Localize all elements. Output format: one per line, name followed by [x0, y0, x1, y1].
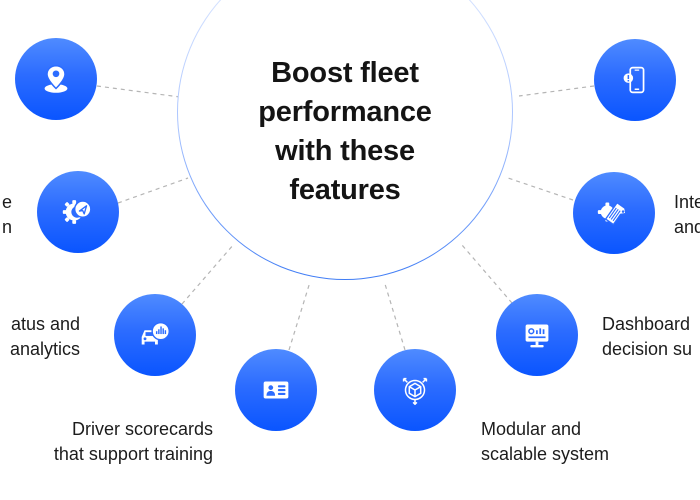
gear-tag-icon [597, 201, 627, 226]
feature-node-status[interactable] [114, 294, 196, 376]
location-pin-icon [44, 64, 68, 93]
feature-label-dashboards: Dashboard decision su [602, 314, 693, 359]
feature-label-route: e n [1, 192, 12, 237]
connector-integrations [507, 177, 574, 201]
id-card-icon [263, 381, 289, 399]
hub-circle: Boost fleet performance with these featu… [177, 0, 513, 280]
hub-title: Boost fleet performance with these featu… [258, 57, 432, 206]
feature-node-integrations[interactable] [573, 172, 655, 254]
feature-node-dashboards[interactable] [496, 294, 578, 376]
phone-alert-icon [623, 66, 645, 94]
monitor-chart-icon [525, 324, 549, 348]
feature-node-route[interactable] [37, 171, 119, 253]
feature-label-integrations: Inte and [674, 192, 700, 237]
feature-label-scorecards: Driver scorecards that support training [53, 419, 213, 464]
feature-node-modular[interactable] [374, 349, 456, 431]
connector-alerts [518, 85, 595, 97]
connector-scorecards [288, 281, 311, 351]
gear-navigation-icon [62, 200, 92, 224]
connector-modular [384, 283, 406, 351]
feature-node-scorecards[interactable] [235, 349, 317, 431]
car-analytics-icon [141, 321, 170, 345]
connector-dashboards [461, 244, 513, 304]
cube-expand-icon [402, 377, 428, 406]
feature-label-status: atus and analytics [9, 314, 80, 359]
feature-node-location[interactable] [15, 38, 97, 120]
feature-node-alerts[interactable] [594, 39, 676, 121]
feature-label-modular: Modular and scalable system [481, 419, 610, 464]
connector-status [181, 243, 235, 305]
connector-location [96, 85, 181, 98]
